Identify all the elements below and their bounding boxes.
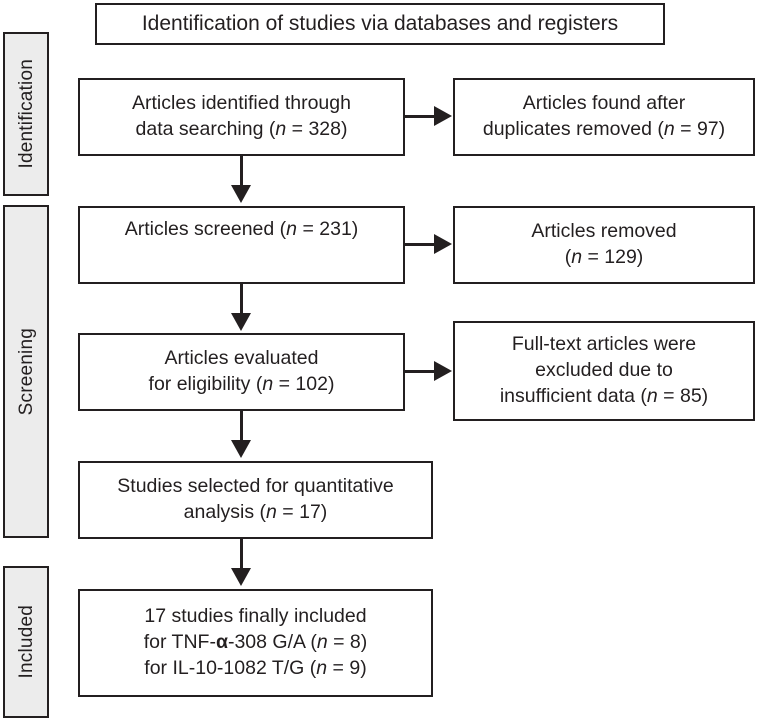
line-2-mid: -308 G/A (	[227, 631, 317, 654]
line-2-italic: n	[266, 501, 277, 523]
arrow-evaluated-to-selected	[231, 440, 251, 458]
box-articles-screened-text: Articles screened (n = 231)	[125, 217, 359, 243]
box-fulltext-excluded-text: Full-text articles were excluded due to …	[500, 332, 708, 409]
stage-included-label: Included	[15, 605, 37, 679]
line-3-post: = 85)	[657, 384, 709, 407]
line-3-post: = 9)	[327, 656, 367, 679]
box-fulltext-excluded: Full-text articles were excluded due to …	[453, 321, 755, 421]
line-1-italic: n	[286, 218, 298, 240]
line-2-pre: data searching (	[135, 118, 276, 140]
line-3-italic: n	[316, 656, 328, 679]
line-2-pre: for TNF-	[143, 631, 216, 654]
line-3-pre: for IL-10-1082 T/G (	[144, 656, 317, 679]
diagram-title-box: Identification of studies via databases …	[95, 3, 665, 45]
connector-line-identified-to-duplicates	[405, 115, 437, 118]
arrow-screened-to-evaluated	[231, 313, 251, 331]
line-1: Studies selected for quantitative	[117, 475, 394, 498]
line-3-italic: n	[646, 384, 658, 407]
box-articles-identified: Articles identified through data searchi…	[78, 78, 405, 156]
box-articles-removed-text: Articles removed (n = 129)	[531, 219, 676, 270]
line-2-post: = 328)	[286, 118, 348, 140]
box-studies-selected-text: Studies selected for quantitative analys…	[117, 474, 393, 525]
box-articles-found-after-duplicates: Articles found after duplicates removed …	[453, 78, 755, 156]
stage-identification-label: Identification	[15, 59, 37, 169]
arrow-identified-to-screened	[231, 185, 251, 203]
line-1: Full-text articles were	[511, 333, 697, 356]
arrow-screened-to-removed	[434, 234, 452, 254]
line-2-pre: duplicates removed (	[482, 118, 664, 140]
box-articles-screened: Articles screened (n = 231)	[78, 206, 405, 284]
line-2: excluded due to	[535, 359, 673, 382]
connector-line-selected-to-included	[240, 539, 243, 571]
line-2-post: = 129)	[582, 246, 644, 268]
line-1-pre: Articles screened (	[124, 218, 287, 240]
connector-line-evaluated-to-excluded	[405, 370, 437, 373]
box-studies-included-text: 17 studies finally included for TNF-α-30…	[144, 604, 368, 681]
stage-identification: Identification	[3, 32, 49, 196]
line-2-italic: n	[316, 631, 328, 654]
stage-screening-label: Screening	[15, 327, 37, 416]
box-articles-evaluated-text: Articles evaluated for eligibility (n = …	[149, 346, 335, 397]
arrow-selected-to-included	[231, 568, 251, 586]
line-2-italic: n	[275, 118, 287, 140]
line-1: 17 studies finally included	[144, 605, 367, 628]
connector-line-screened-to-removed	[405, 243, 437, 246]
connector-line-screened-to-evaluated	[240, 284, 243, 316]
line-1: Articles evaluated	[164, 347, 319, 370]
diagram-title: Identification of studies via databases …	[141, 12, 619, 36]
box-studies-selected: Studies selected for quantitative analys…	[78, 461, 433, 539]
line-2-italic: n	[663, 118, 675, 140]
line-2-post: = 102)	[273, 373, 335, 395]
line-3-pre: insufficient data (	[499, 384, 647, 407]
stage-screening: Screening	[3, 205, 49, 538]
connector-line-identified-to-screened	[240, 156, 243, 188]
stage-included: Included	[3, 566, 49, 718]
box-articles-identified-text: Articles identified through data searchi…	[132, 91, 351, 142]
arrow-identified-to-duplicates	[434, 106, 452, 126]
arrow-evaluated-to-excluded	[434, 361, 452, 381]
line-2-post: = 97)	[674, 118, 726, 140]
alpha-symbol: α	[215, 631, 228, 654]
line-1: Articles identified through	[132, 92, 351, 115]
line-1: Articles found after	[522, 92, 686, 115]
box-articles-removed: Articles removed (n = 129)	[453, 206, 755, 284]
line-1-post: = 231)	[297, 218, 359, 240]
line-2-post: = 17)	[276, 501, 328, 523]
line-2-post: = 8)	[327, 631, 368, 654]
box-articles-found-after-duplicates-text: Articles found after duplicates removed …	[483, 91, 725, 142]
line-2-italic: n	[262, 373, 274, 395]
connector-line-evaluated-to-selected	[240, 411, 243, 443]
line-2-pre: analysis (	[183, 501, 267, 523]
line-2-pre: for eligibility (	[148, 373, 263, 395]
line-2-pre: (	[564, 246, 572, 268]
box-studies-included: 17 studies finally included for TNF-α-30…	[78, 589, 433, 697]
box-articles-evaluated: Articles evaluated for eligibility (n = …	[78, 333, 405, 411]
line-2-italic: n	[571, 246, 583, 268]
line-1: Articles removed	[531, 220, 677, 243]
